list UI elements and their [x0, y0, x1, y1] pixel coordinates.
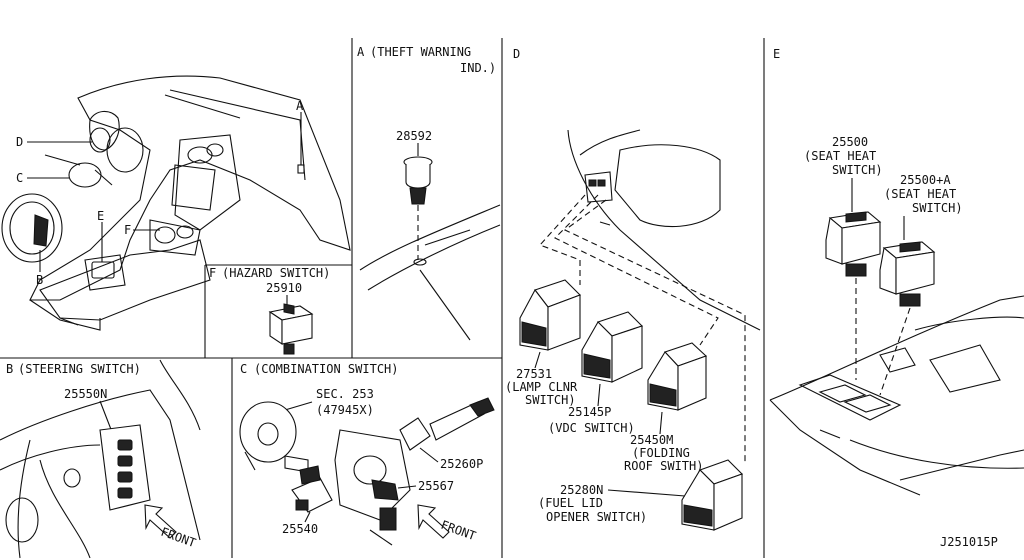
section-c-title: (COMBINATION SWITCH): [254, 362, 399, 376]
section-d-console-switches: D 27531 (LAMP CLNR SWITCH) 25145P (VDC S…: [505, 47, 761, 531]
part-25550n-label: 25550N: [64, 387, 107, 401]
front-label-b: FRONT: [159, 525, 198, 551]
section-a-theft-warning: A (THEFT WARNING IND.) 28592: [357, 45, 501, 341]
section-b-steering-switch: B (STEERING SWITCH) 25550N FRONT: [0, 359, 201, 559]
part-25500-label: 25500: [832, 135, 868, 149]
sec-47945x-label: (47945X): [316, 403, 374, 417]
part-25500-desc-1: (SEAT HEAT: [804, 149, 876, 163]
part-25540-label: 25540: [282, 522, 318, 536]
section-d-letter: D: [513, 47, 520, 61]
part-25145p-label: 25145P: [568, 405, 611, 419]
part-25910-label: 25910: [266, 281, 302, 295]
section-e-letter: E: [773, 47, 780, 61]
section-a-letter: A: [357, 45, 365, 59]
front-arrow-b: FRONT: [144, 504, 198, 551]
part-25500a-desc-2: SWITCH): [912, 201, 963, 215]
section-f-hazard-switch: F (HAZARD SWITCH) 25910: [209, 266, 330, 355]
part-25567-label: 25567: [418, 479, 454, 493]
section-b-title: (STEERING SWITCH): [18, 362, 141, 376]
part-25450m-desc-2: ROOF SWITH): [624, 459, 703, 473]
part-25450m-label: 25450M: [630, 433, 673, 447]
section-a-title-2: IND.): [460, 61, 496, 75]
part-25280n-desc-1: (FUEL LID: [538, 496, 603, 510]
section-f-letter: F: [209, 266, 216, 280]
part-27531-desc-1: (LAMP CLNR: [505, 380, 578, 394]
section-b-letter: B: [6, 362, 13, 376]
part-25450m-desc-1: (FOLDING: [632, 446, 690, 460]
overview-callout-c: C: [16, 171, 23, 185]
part-27531-desc-2: SWITCH): [525, 393, 576, 407]
part-25145p-desc: (VDC SWITCH): [548, 421, 635, 435]
section-a-title: (THEFT WARNING: [370, 45, 471, 59]
panel-dividers: [0, 38, 765, 558]
overview-callout-d: D: [16, 135, 23, 149]
overview-callout-e: E: [97, 209, 104, 223]
overview-callout-f: F: [124, 223, 131, 237]
part-25280n-label: 25280N: [560, 483, 603, 497]
dashboard-overview: A D C E F B: [1, 75, 351, 331]
part-25260p-label: 25260P: [440, 457, 483, 471]
sec-253-label: SEC. 253: [316, 387, 374, 401]
overview-callout-b: B: [36, 273, 43, 287]
section-c-combination-switch: C (COMBINATION SWITCH) SEC. 253 (47945X)…: [239, 362, 495, 546]
diagram-code: J251015P: [940, 535, 998, 549]
part-27531-label: 27531: [516, 367, 552, 381]
section-f-title: (HAZARD SWITCH): [222, 266, 330, 280]
part-25500-desc-2: SWITCH): [832, 163, 883, 177]
part-25280n-desc-2: OPENER SWITCH): [546, 510, 647, 524]
front-label-c: FRONT: [439, 518, 478, 544]
part-25500a-desc-1: (SEAT HEAT: [884, 187, 956, 201]
front-arrow-c: FRONT: [417, 504, 478, 544]
part-25500a-label: 25500+A: [900, 173, 951, 187]
section-e-seat-heat: E 25500 (SEAT HEAT SWITCH) 25500+A (SEAT…: [769, 47, 1024, 496]
part-28592-label: 28592: [396, 129, 432, 143]
section-c-letter: C: [240, 362, 247, 376]
overview-callout-a: A: [296, 99, 304, 113]
